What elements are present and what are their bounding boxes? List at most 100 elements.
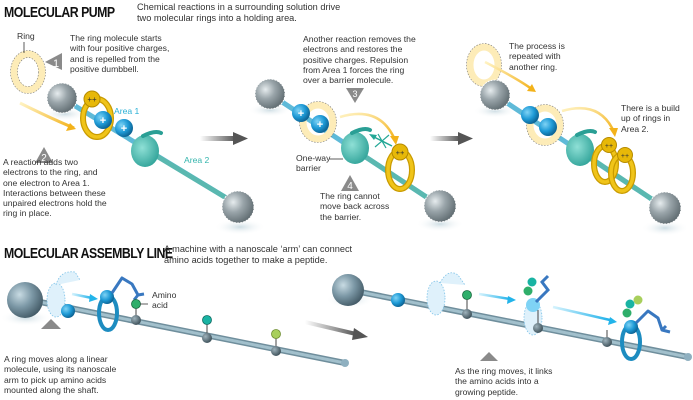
- assembly-panel-2: [326, 272, 692, 361]
- caption-line: electrons and restores the: [303, 44, 403, 55]
- amino-acid: [131, 299, 141, 309]
- repeat-note: The process is repeated with another rin…: [509, 41, 565, 72]
- step-number: 4: [347, 181, 353, 192]
- pump-section-description: Chemical reactions in a surrounding solu…: [137, 2, 340, 23]
- area1-label: Area 1: [114, 106, 140, 116]
- dumbbell-end-sphere: [46, 82, 78, 114]
- caption-line: mounted along the shaft.: [4, 384, 99, 395]
- gold-ring: ++: [608, 147, 636, 194]
- caption-line: positive dumbbell.: [70, 63, 139, 74]
- ghost-ring: [299, 101, 337, 143]
- amino-acid: [523, 286, 533, 296]
- caption-line: another ring.: [509, 61, 558, 72]
- caption-line: molecule, using its nanoscale: [4, 364, 117, 375]
- caption-line: up of rings in: [621, 113, 671, 124]
- charge-plus: +: [298, 108, 304, 120]
- nanoscale-arm: [110, 276, 145, 301]
- pump-panel-3: ++ ++: [466, 43, 689, 236]
- ghost-ring: [526, 104, 564, 146]
- ring-hub: [391, 293, 405, 307]
- amino-acid: [527, 277, 537, 287]
- shaft-end-sphere: [332, 274, 364, 306]
- step-number: 2: [41, 153, 47, 164]
- shaft-node: [131, 315, 141, 325]
- ring-label: Ring: [17, 31, 35, 41]
- label-line: acid: [152, 300, 168, 310]
- caption-line: the amino acids into a: [455, 376, 539, 387]
- caption-line: repeated with: [509, 51, 561, 62]
- step-number: 3: [352, 89, 357, 99]
- nanoscale-arm: [634, 309, 671, 334]
- buildup-note: There is a build up of rings in Area 2.: [621, 103, 680, 134]
- assembly-section-title: MOLECULAR ASSEMBLY LINE: [4, 245, 173, 262]
- assembly-caption-1: A ring moves along a linear molecule, us…: [4, 354, 116, 395]
- ring-hub: [624, 320, 638, 334]
- pump-section-title: MOLECULAR PUMP: [4, 4, 115, 21]
- assembly-panel-1: [0, 271, 349, 367]
- ring-hub: [61, 304, 75, 318]
- caption-line: A reaction adds two: [3, 157, 79, 167]
- barrier-label-line: One-way: [296, 153, 331, 163]
- description-line: A machine with a nanoscale ‘arm’ can con…: [164, 244, 353, 254]
- step-4-caption: The ring cannot move back across the bar…: [320, 191, 389, 222]
- ghost-ring: [10, 42, 46, 94]
- shaft-node: [533, 323, 543, 333]
- svg-text:++: ++: [621, 153, 629, 160]
- area1-bead: [115, 119, 133, 137]
- charge-plus: +: [121, 123, 127, 135]
- caption-line: The process is: [509, 41, 565, 51]
- dumbbell-end-sphere: [221, 190, 255, 224]
- pointer-triangle: [480, 352, 498, 361]
- barrier-label-line: barrier: [296, 163, 321, 174]
- caption-line: ring in place.: [3, 208, 52, 219]
- amino-acid: [625, 299, 635, 309]
- amino-acid: [271, 329, 281, 339]
- caption-line: one electron to Area 1.: [3, 177, 90, 188]
- step-number: 1: [53, 58, 59, 70]
- assembly-caption-2: As the ring moves, it links the amino ac…: [455, 366, 552, 397]
- ghost-ring-arm: [426, 272, 466, 316]
- assembly-section-description: A machine with a nanoscale ‘arm’ can con…: [164, 244, 352, 265]
- caption-line: Interactions between these: [3, 187, 106, 198]
- motion-arrow: [561, 106, 616, 133]
- step-2-caption: A reaction adds two electrons to the rin…: [3, 157, 107, 219]
- caption-line: unpaired electrons hold the: [3, 198, 107, 209]
- shaft-node: [202, 333, 212, 343]
- pointer-triangle: [41, 319, 61, 329]
- motion-arrow: [478, 292, 511, 301]
- caption-line: Area 2.: [621, 123, 649, 134]
- caption-line: There is a build: [621, 103, 680, 113]
- motion-arrow: [71, 292, 93, 300]
- amino-acid: [633, 295, 643, 305]
- amino-acid: [622, 308, 632, 318]
- step-3-caption: Another reaction removes the electrons a…: [303, 34, 416, 85]
- step-badge-1: [45, 53, 62, 70]
- gold-ring: ++: [385, 143, 415, 192]
- step-badge-2: [35, 147, 53, 163]
- charge-plus: +: [317, 119, 323, 131]
- pump-panel-2: + + ++ 3 4: [248, 78, 464, 232]
- caption-line: over a barrier molecule.: [303, 75, 394, 86]
- progress-arrow: [304, 320, 368, 340]
- motion-arrow: [339, 112, 397, 141]
- caption-line: electrons to the ring, and: [3, 167, 98, 178]
- progress-arrow: [430, 132, 473, 145]
- step-1-caption: The ring molecule starts with four posit…: [70, 33, 169, 74]
- axle-rod-area2: [147, 149, 241, 208]
- shadow: [214, 219, 266, 235]
- shaft-end-sphere: [7, 282, 43, 318]
- label-line: Amino: [152, 290, 177, 300]
- description-line: Chemical reactions in a surrounding solu…: [137, 2, 341, 12]
- one-way-barrier: [566, 134, 594, 166]
- caption-line: The ring cannot: [320, 191, 380, 201]
- amino-acid: [202, 315, 212, 325]
- amino-acid-label: Amino acid: [152, 290, 176, 310]
- caption-line: positive charges. Repulsion: [303, 54, 409, 65]
- nanoscale-arm: [534, 274, 550, 304]
- ghost-ring-arm: [46, 271, 81, 318]
- ring-hub: [100, 290, 114, 304]
- one-way-barrier: [131, 135, 159, 167]
- caption-line: and is repelled from the: [70, 53, 160, 64]
- step-badge-4: [341, 175, 359, 191]
